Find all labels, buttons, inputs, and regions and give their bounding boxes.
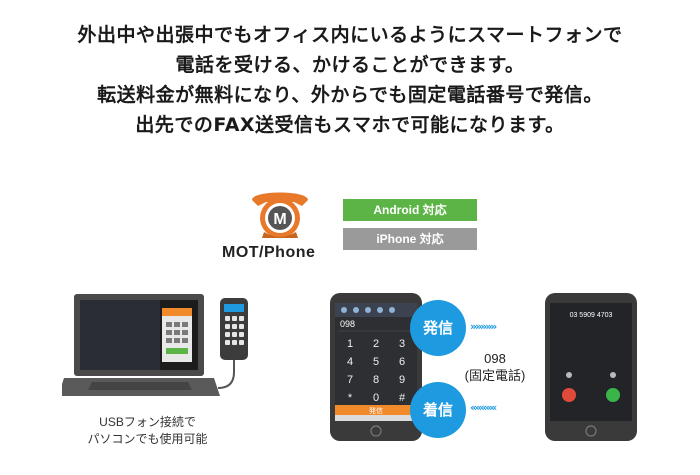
laptop-caption-line-1: USBフォン接続で: [99, 415, 196, 429]
dial-call-button: 発信: [369, 406, 383, 415]
logo-icon-letter: M: [273, 211, 286, 228]
dial-key: 6: [399, 356, 405, 368]
dial-key: *: [348, 392, 353, 404]
outgoing-arrows: ››››››››››: [470, 320, 497, 333]
smartphone-incoming: 03 5909 4703: [545, 293, 637, 441]
incoming-number: 03 5909 4703: [570, 312, 613, 319]
android-badge: Android 対応: [343, 199, 477, 221]
dial-key: 5: [373, 356, 379, 368]
dial-key: #: [399, 392, 406, 404]
fixed-line-caption: (固定電話): [464, 368, 526, 383]
dial-key: 0: [373, 392, 379, 404]
logo-text: MOT/Phone: [222, 244, 316, 261]
dial-number: 098: [340, 319, 355, 329]
laptop-caption: USBフォン接続で パソコンでも使用可能: [60, 414, 235, 448]
smartphone-dialer: 098 1 2 3 4 5 6 7 8 9 * 0 # 発信: [330, 293, 422, 441]
laptop-illustration: [62, 294, 248, 396]
laptop-caption-line-2: パソコンでも使用可能: [87, 432, 208, 446]
dial-key: 1: [347, 338, 353, 350]
fixed-line-label: 098 (固定電話): [455, 350, 535, 384]
outgoing-call-badge: 発信: [410, 300, 466, 356]
headline-line-4: 出先でのFAX送受信もスマホで可能になります。: [135, 114, 565, 136]
motphone-logo-icon: M: [252, 192, 308, 238]
incoming-call-badge: 着信: [410, 382, 466, 438]
dial-key: 8: [373, 374, 379, 386]
incoming-arrows: ‹‹‹‹‹‹‹‹‹‹: [470, 401, 497, 414]
dial-key: 3: [399, 338, 405, 350]
iphone-badge: iPhone 対応: [343, 228, 477, 250]
dial-key: 2: [373, 338, 379, 350]
headline-line-3: 転送料金が無料になり、外からでも固定電話番号で発信。: [97, 84, 603, 106]
fixed-line-number: 098: [484, 351, 506, 366]
headline-line-1: 外出中や出張中でもオフィス内にいるようにスマートフォンで: [77, 24, 623, 46]
headline-line-2: 電話を受ける、かけることができます。: [175, 54, 525, 76]
dial-key: 9: [399, 374, 405, 386]
dial-key: 4: [347, 356, 353, 368]
headline: 外出中や出張中でもオフィス内にいるようにスマートフォンで 電話を受ける、かけるこ…: [0, 20, 700, 140]
dial-key: 7: [347, 374, 353, 386]
